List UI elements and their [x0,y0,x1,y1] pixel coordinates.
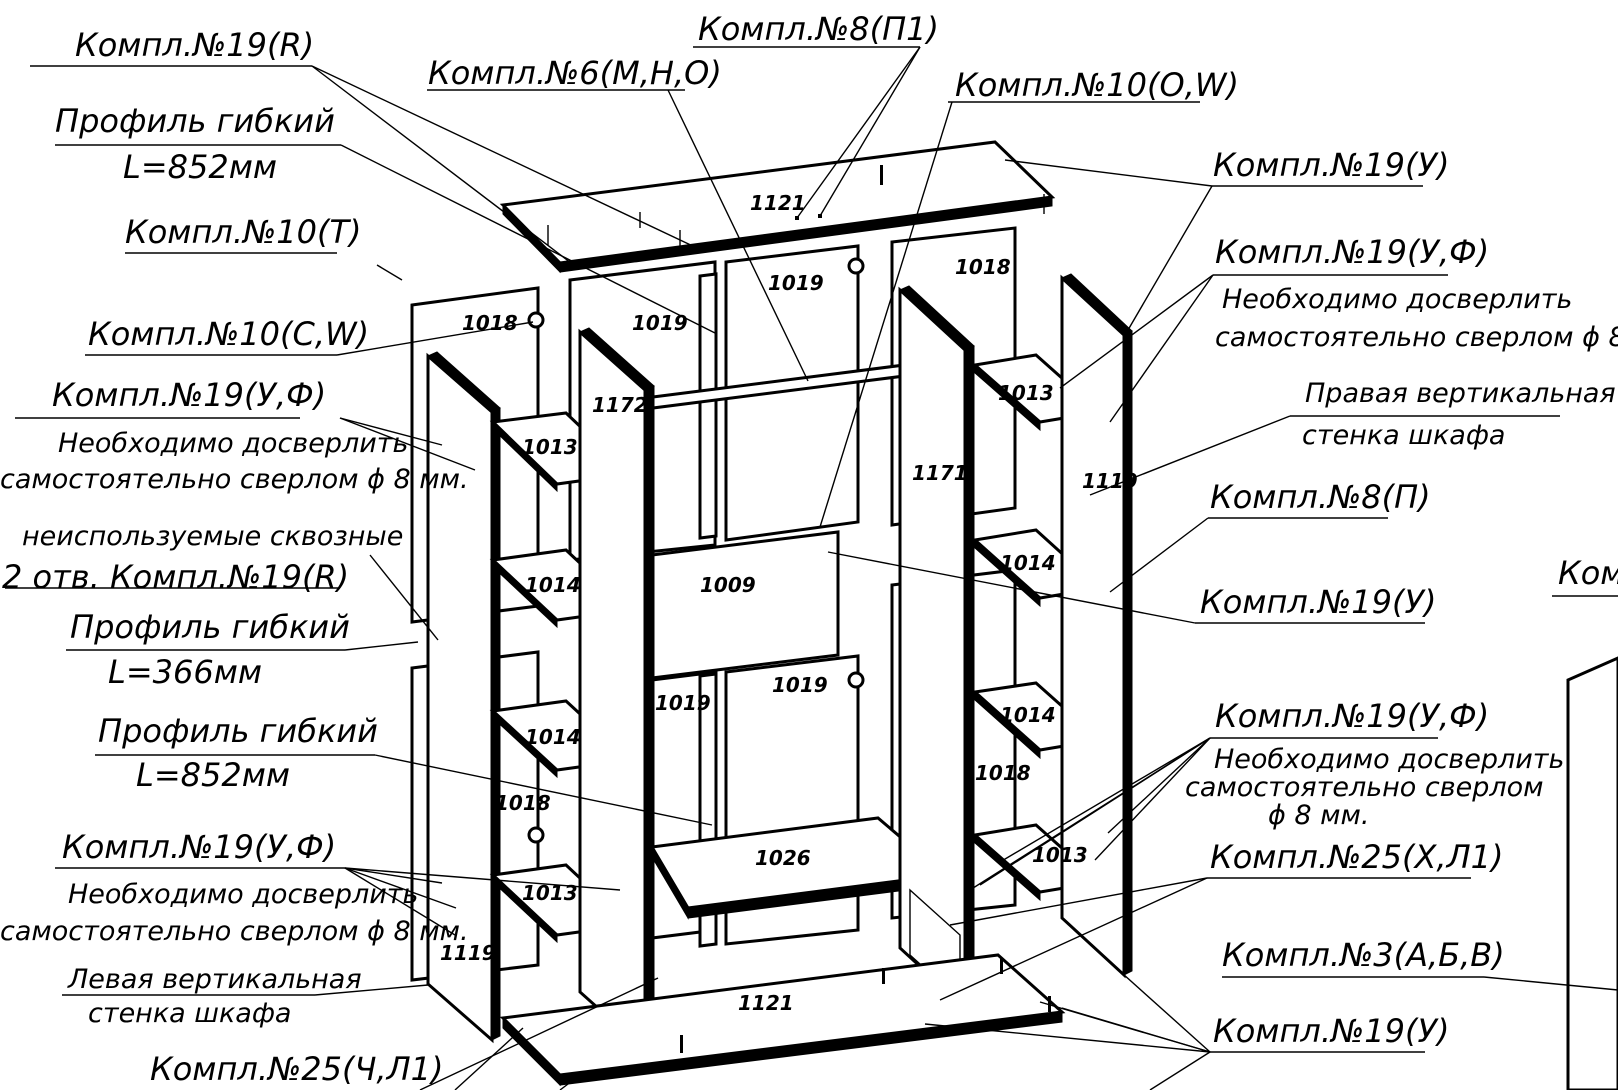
drawer-panel-1009 [650,530,840,680]
part-partition-right: 1171 [912,461,968,485]
label-drill-right-1b: самостоятельно сверлом ϕ 8 мм. [1215,322,1618,353]
label-kom-cut: Ком [1558,554,1618,592]
right-wall-1119 [1060,273,1133,979]
label-drill-right-2a: Необходимо досверлить [1214,744,1564,775]
label-left-wall-b: стенка шкафа [88,998,291,1029]
label-k19uf-right-2: Компл.№19(У,Ф) [1215,697,1489,735]
label-profile-2-length: L=366мм [108,653,262,691]
label-k3: Компл.№3(А,Б,В) [1222,936,1505,974]
part-drawer-panel: 1009 [700,573,756,597]
label-k8p1: Компл.№8(П1) [698,10,939,48]
lower-shelf-1026 [649,816,949,920]
label-k19uf-right-1: Компл.№19(У,Ф) [1215,233,1489,271]
label-drill-right-2c: ϕ 8 мм. [1268,800,1369,831]
label-profile-1-length: L=852мм [123,148,277,186]
part-bottom: 1121 [738,991,794,1015]
label-k25xl1: Компл.№25(Х,Л1) [1210,838,1503,876]
label-k19uf-left-1: Компл.№19(У,Ф) [52,376,326,414]
part-shelf-r1: 1013 [998,381,1054,405]
label-drill-left-1b: самостоятельно сверлом ϕ 8 мм. [0,464,469,495]
part-shelf-l4: 1013 [522,881,578,905]
adjacent-cabinet-fragment [1552,595,1618,1090]
label-right-wall-a: Правая вертикальная [1305,378,1616,409]
leader-lines [5,46,1618,1090]
part-numbers: 1121 1018 1019 1019 1018 1172 1171 1119 … [440,191,1138,1015]
label-k19u-mid: Компл.№19(У) [1200,583,1436,621]
label-drill-left-2a: Необходимо досверлить [68,879,418,910]
part-back-right-top: 1018 [955,255,1011,279]
label-unused-holes-a: неиспользуемые сквозные [22,521,403,552]
label-drill-left-1a: Необходимо досверлить [58,428,408,459]
part-lower-shelf: 1026 [755,846,811,870]
label-drill-left-2b: самостоятельно сверлом ϕ 8 мм. [0,916,469,947]
part-back-left-mid: 1018 [495,791,551,815]
label-k10ow: Компл.№10(О,W) [955,66,1239,104]
callout-labels: Компл.№19(R) Компл.№8(П1) Компл.№6(М,Н,О… [0,10,1618,1088]
part-shelf-l1: 1013 [522,435,578,459]
part-shelf-r3: 1014 [1000,703,1056,727]
label-profile-2: Профиль гибкий [70,608,350,646]
label-profile-1: Профиль гибкий [55,102,335,140]
label-k6: Компл.№6(М,Н,О) [428,54,722,92]
part-top: 1121 [750,191,806,215]
label-k19uf-left-2: Компл.№19(У,Ф) [62,828,336,866]
label-profile-3: Профиль гибкий [98,712,378,750]
back-panel-center-right-top [724,244,860,542]
back-panel-center-left-inner [698,272,718,540]
label-drill-right-1a: Необходимо досверлить [1222,284,1572,315]
label-drill-right-2b: самостоятельно сверлом [1185,772,1544,803]
label-k19r: Компл.№19(R) [75,26,314,64]
part-back-center-left-top: 1019 [632,311,688,335]
part-right-wall: 1119 [1082,469,1138,493]
part-shelf-l3: 1014 [525,725,581,749]
right-shelves [971,353,1104,902]
part-shelf-r2: 1014 [1000,551,1056,575]
label-k8p: Компл.№8(П) [1210,478,1431,516]
label-k19u-top: Компл.№19(У) [1213,146,1449,184]
label-k10cw: Компл.№10(С,W) [88,315,369,353]
part-back-right-bottom: 1018 [975,761,1031,785]
part-shelf-l2: 1014 [525,573,581,597]
label-unused-holes-b: 2 отв. Компл.№19(R) [2,558,349,596]
part-left-wall: 1119 [440,941,496,965]
bottom-panel-1121 [499,953,1066,1087]
part-back-center-right-bottom: 1019 [772,673,828,697]
part-shelf-r4: 1013 [1032,843,1088,867]
part-back-center-left-bottom: 1019 [655,691,711,715]
label-right-wall-b: стенка шкафа [1302,420,1505,451]
label-k19u-bottom: Компл.№19(У) [1213,1012,1449,1050]
part-partition-left: 1172 [592,393,648,417]
left-partition-1172 [578,327,655,1054]
part-back-center-right-top: 1019 [768,271,824,295]
label-profile-3-length: L=852мм [136,756,290,794]
part-back-left-top: 1018 [462,311,518,335]
label-k25chl1: Компл.№25(Ч,Л1) [150,1050,443,1088]
right-partition-1171 [898,285,975,1012]
label-left-wall-a: Левая вертикальная [67,964,362,995]
label-k10t: Компл.№10(Т) [125,213,362,251]
